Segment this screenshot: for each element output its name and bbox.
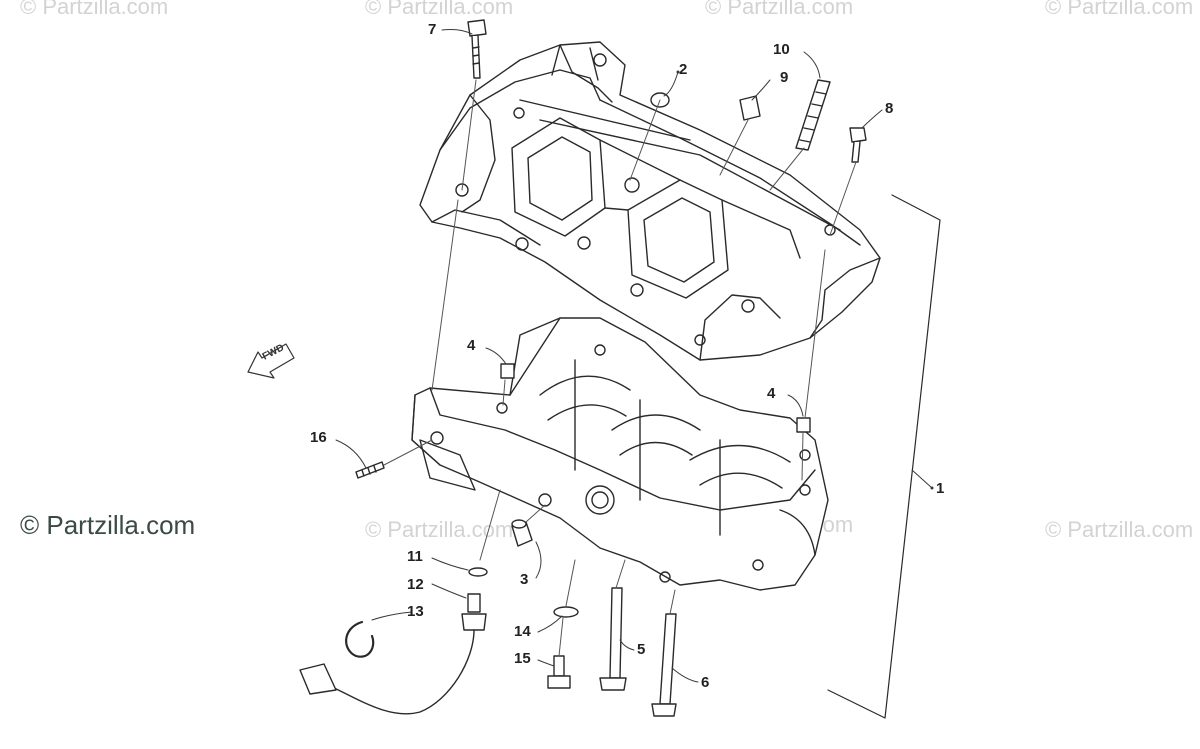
stud-10 xyxy=(795,79,831,151)
callout-8: 8 xyxy=(885,100,894,117)
bolt-8 xyxy=(849,127,867,163)
clip-13 xyxy=(345,620,375,658)
callout-10: 10 xyxy=(773,41,790,58)
callout-1: 1 xyxy=(936,480,945,497)
callout-4-right: 4 xyxy=(767,385,776,402)
callout-16: 16 xyxy=(310,429,327,446)
lower-crankcase xyxy=(411,317,829,591)
o-ring-11 xyxy=(468,567,488,577)
watermark-top-4: © Partzilla.com xyxy=(1045,0,1194,19)
callout-11: 11 xyxy=(407,548,423,565)
bracket-1 xyxy=(827,194,941,719)
assembly-lines xyxy=(383,79,857,657)
dowel-4-right xyxy=(796,417,811,433)
upper-crankcase xyxy=(419,41,881,361)
washer-14 xyxy=(553,606,579,618)
callout-2: 2 xyxy=(679,61,688,78)
bolt-15 xyxy=(547,655,571,689)
callout-5: 5 xyxy=(637,641,646,658)
watermark-top-2: © Partzilla.com xyxy=(365,0,514,19)
callout-4-left: 4 xyxy=(467,337,476,354)
callout-dots xyxy=(676,70,934,490)
watermark-mid-4: © Partzilla.com xyxy=(1045,517,1194,542)
bolt-6 xyxy=(651,613,677,717)
bolt-7 xyxy=(467,19,487,79)
watermark-main: © Partzilla.com xyxy=(20,510,196,540)
sleeve-9 xyxy=(739,95,761,121)
stud-16 xyxy=(355,461,385,479)
sensor-12 xyxy=(299,593,487,715)
callout-leaders xyxy=(335,29,933,683)
callout-14: 14 xyxy=(514,623,531,640)
fwd-arrow-icon xyxy=(247,343,295,379)
callout-15: 15 xyxy=(514,650,531,667)
callout-3: 3 xyxy=(520,571,529,588)
callout-9: 9 xyxy=(780,69,789,86)
watermark-top-3: © Partzilla.com xyxy=(705,0,854,19)
callout-7: 7 xyxy=(428,21,437,38)
callout-12: 12 xyxy=(407,576,424,593)
bolt-5 xyxy=(599,587,627,691)
callout-13: 13 xyxy=(407,603,424,620)
bushing-3 xyxy=(511,519,533,547)
callout-6: 6 xyxy=(701,674,710,691)
watermark-top-1: © Partzilla.com xyxy=(20,0,169,19)
dowel-4-left xyxy=(500,363,515,379)
